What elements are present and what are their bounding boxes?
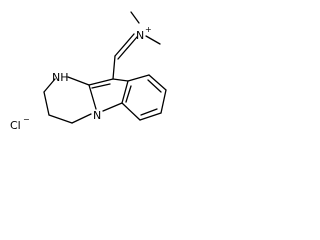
bond-c4-c5 [148,74,167,91]
bond-iminium-double-a [114,33,135,57]
bond-c6-c7 [139,112,162,121]
bond-ch2-ch2 [43,91,50,116]
bond-iminium-double-b [117,36,138,60]
bond-c3a-c4 [127,74,150,82]
bond-c6-c7-inner [140,108,158,116]
bond-c3-c3a [112,78,129,82]
bond-methyl-top [130,11,140,24]
bond-c3-c2 [88,78,114,86]
ring-nitrogen-label: N [93,109,101,122]
atom-labels: N + NH N Cl − [10,25,152,132]
bond-c5-c6 [160,89,167,114]
bond-c2-nh [67,76,90,86]
bond-n-c7a [102,102,123,112]
bond-ch2-ch2-b [48,114,73,124]
chloride-charge-label: − [23,115,30,124]
bond-c3a-c7a-inner [125,85,132,103]
bond-c3-c2-inner [91,83,111,89]
bond-ch2-n [71,113,92,124]
bond-methine-c3 [112,55,116,80]
chemical-structure: N + NH N Cl − [10,11,167,132]
bond-c3a-c7a [121,80,129,104]
iminium-nitrogen-label: N [136,29,144,42]
chloride-label: Cl [10,119,21,132]
bond-c4-c5-inner [147,79,162,93]
nh-label: NH [52,71,69,84]
bonds [43,11,167,124]
bond-c2-n [88,84,97,110]
bond-nh-ch2 [43,78,56,93]
bond-c7-c7a [121,102,141,121]
iminium-charge-label: + [145,25,152,34]
bond-methyl-right [145,35,161,45]
